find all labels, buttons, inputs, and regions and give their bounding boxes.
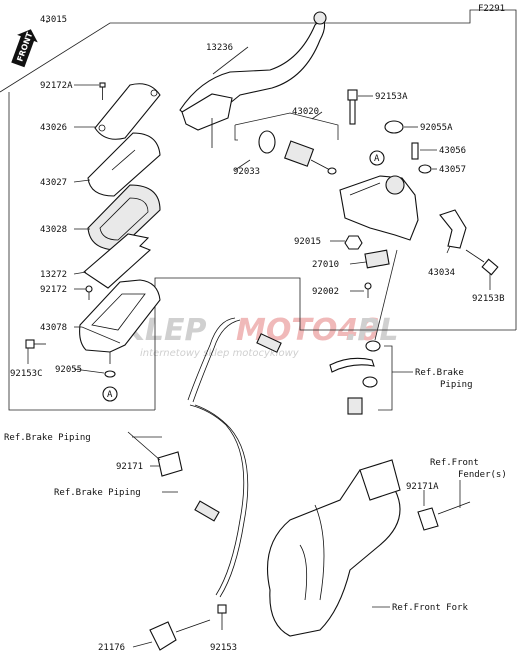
reservoir-boundary: [8, 92, 155, 411]
ref-brake-piping-right-1: Ref.Brake: [415, 368, 464, 378]
callout-a-text: A: [107, 390, 113, 400]
reservoir-plate: [87, 132, 161, 197]
label-21176: 21176: [98, 643, 125, 653]
label-13272: 13272: [40, 270, 67, 280]
watermark: SKLEP MOTO46 .PL internetowy sklep motoc…: [100, 313, 399, 359]
label-92172a: 92172A: [40, 81, 73, 91]
ref-brake-piping-right-2: Piping: [440, 380, 473, 390]
label-43078: 43078: [40, 323, 67, 333]
lever-adjuster: [181, 93, 233, 131]
reservoir-sheet: [83, 233, 152, 289]
ref-brake-piping-left-b: Ref.Brake Piping: [54, 488, 141, 498]
label-92153b: 92153B: [472, 294, 505, 304]
abs-cable: [189, 404, 245, 596]
label-43026: 43026: [40, 123, 67, 133]
callout-a-cylinder: [369, 150, 385, 166]
label-92172: 92172: [40, 285, 67, 295]
reservoir-cap: [94, 83, 161, 140]
oring-92055: [104, 370, 116, 378]
piping-fitting: [329, 357, 375, 373]
label-92033: 92033: [233, 167, 260, 177]
banjo-bolt: [347, 397, 363, 415]
ref-front-fender-1: Ref.Front: [430, 458, 479, 468]
screw-92172: [85, 285, 93, 300]
bolt-92153c: [25, 339, 46, 349]
ref-brake-piping-left-a: Ref.Brake Piping: [4, 433, 91, 443]
watermark-sub: internetowy sklep motocyklowy: [140, 348, 300, 359]
assembly-boundary: [0, 9, 517, 330]
reservoir-diaphragm: [87, 184, 161, 251]
label-27010: 27010: [312, 260, 339, 270]
assembly-boundary-lower: [154, 277, 516, 410]
label-92153a: 92153A: [375, 92, 408, 102]
reservoir-body: [79, 279, 161, 353]
label-43034: 43034: [428, 268, 455, 278]
switch-27010: [364, 249, 390, 269]
label-92055a: 92055A: [420, 123, 453, 133]
label-43056: 43056: [439, 146, 466, 156]
bolt-92153a: [347, 89, 358, 125]
label-43015: 43015: [40, 15, 67, 25]
piping-washer: [365, 340, 381, 352]
hose-end-fitting: [256, 333, 282, 353]
label-92153: 92153: [210, 643, 237, 653]
screw-92002: [364, 282, 372, 298]
clamp-43034: [439, 209, 467, 249]
callout-a-text: A: [374, 154, 380, 164]
label-92153c: 92153C: [10, 369, 43, 379]
master-cylinder-body: [339, 175, 419, 241]
oring-92055a: [384, 120, 404, 134]
bolt-92153: [217, 604, 227, 630]
bleeder-43056: [411, 142, 419, 160]
figure-code: F2291: [478, 4, 505, 14]
label-43020: 43020: [292, 107, 319, 117]
callout-a-reservoir: [102, 386, 118, 402]
label-92055: 92055: [55, 365, 82, 375]
label-43027: 43027: [40, 178, 67, 188]
piston-kit-bracket: [234, 125, 238, 141]
piston: [284, 140, 337, 175]
brake-hose: [187, 317, 236, 401]
front-arrow-icon: FRONT: [11, 29, 38, 68]
sensor-connector: [194, 500, 220, 522]
label-43028: 43028: [40, 225, 67, 235]
bolt-92153b: [465, 249, 499, 276]
clamp-92171a: [417, 507, 439, 531]
label-92171a: 92171A: [406, 482, 439, 492]
label-92171: 92171: [116, 462, 143, 472]
label-92002: 92002: [312, 287, 339, 297]
ref-front-fender-2: Fender(s): [458, 470, 507, 480]
circlip-92033: [258, 130, 276, 154]
screw-92172a: [99, 82, 106, 100]
bleeder-cap-43057: [418, 164, 432, 174]
ref-front-fork: Ref.Front Fork: [392, 603, 468, 613]
nut-92015: [344, 235, 363, 250]
label-43057: 43057: [439, 165, 466, 175]
label-92015: 92015: [294, 237, 321, 247]
abs-sensor-21176: [149, 619, 211, 651]
label-13236: 13236: [206, 43, 233, 53]
front-fork: [267, 469, 401, 637]
